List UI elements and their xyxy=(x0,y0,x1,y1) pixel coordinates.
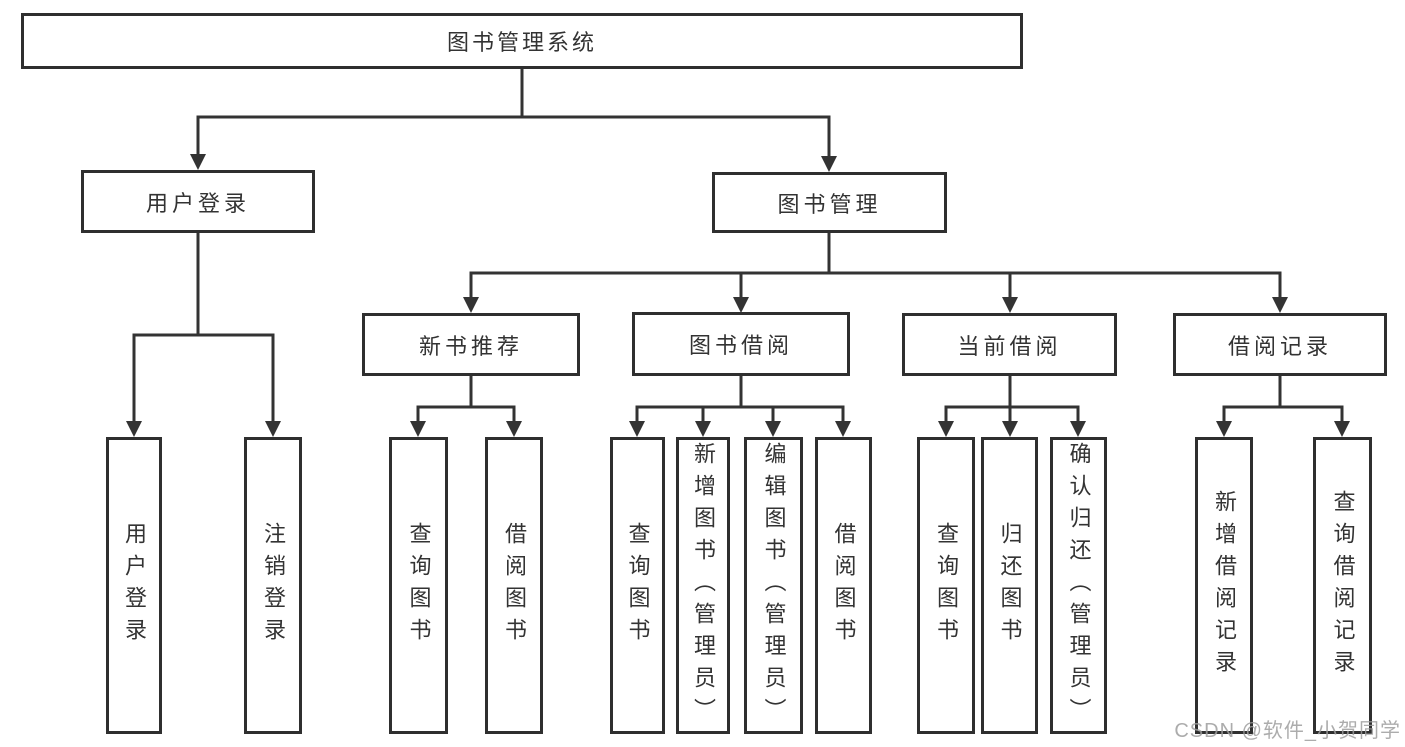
leaf-user-login: 用户登录 xyxy=(106,437,162,734)
node-label: 编辑图书（管理员） xyxy=(761,441,787,730)
leaf-edit-books-admin: 编辑图书（管理员） xyxy=(744,437,803,734)
node-label: 借阅记录 xyxy=(1227,333,1332,359)
node-label: 查询图书 xyxy=(625,521,651,650)
leaf-confirm-return-admin: 确认归还（管理员） xyxy=(1050,437,1107,734)
node-label: 确认归还（管理员） xyxy=(1066,441,1092,730)
node-label: 注销登录 xyxy=(261,521,286,650)
leaf-borrow-books: 借阅图书 xyxy=(815,437,872,734)
node-label: 用户登录 xyxy=(145,190,250,216)
leaf-add-books-admin: 新增图书（管理员） xyxy=(676,437,730,734)
node-book-management: 图书管理 xyxy=(712,172,947,233)
leaf-query-borrow-record: 查询借阅记录 xyxy=(1313,437,1372,734)
node-borrowing-records: 借阅记录 xyxy=(1173,313,1387,376)
node-book-borrowing: 图书借阅 xyxy=(632,312,850,376)
node-label: 借阅图书 xyxy=(831,521,857,650)
leaf-query-books-current: 查询图书 xyxy=(917,437,975,734)
node-label: 查询图书 xyxy=(406,521,432,650)
leaf-add-borrow-record: 新增借阅记录 xyxy=(1195,437,1253,734)
node-label: 新增图书（管理员） xyxy=(691,441,716,730)
node-label: 归还图书 xyxy=(997,521,1023,650)
node-library-management-system: 图书管理系统 xyxy=(21,13,1023,69)
node-label: 图书借阅 xyxy=(688,333,793,358)
leaf-query-books-borrowing: 查询图书 xyxy=(610,437,665,734)
watermark: CSDN @软件_小贺同学 xyxy=(1174,720,1401,742)
node-label: 图书管理 xyxy=(777,191,882,217)
node-user-login: 用户登录 xyxy=(81,170,315,233)
node-label: 借阅图书 xyxy=(502,521,527,650)
node-label: 查询图书 xyxy=(934,521,959,650)
leaf-logout: 注销登录 xyxy=(244,437,302,734)
node-label: 用户登录 xyxy=(122,521,147,650)
node-label: 新书推荐 xyxy=(418,333,523,359)
node-label: 查询借阅记录 xyxy=(1330,489,1356,682)
leaf-borrow-books-recommend: 借阅图书 xyxy=(485,437,543,734)
leaf-return-books: 归还图书 xyxy=(981,437,1038,734)
node-current-borrowing: 当前借阅 xyxy=(902,313,1117,376)
node-new-book-recommend: 新书推荐 xyxy=(362,313,580,376)
node-label: 新增借阅记录 xyxy=(1212,489,1237,682)
node-label: 图书管理系统 xyxy=(446,30,597,55)
leaf-query-books-recommend: 查询图书 xyxy=(389,437,448,734)
node-label: 当前借阅 xyxy=(957,333,1062,359)
